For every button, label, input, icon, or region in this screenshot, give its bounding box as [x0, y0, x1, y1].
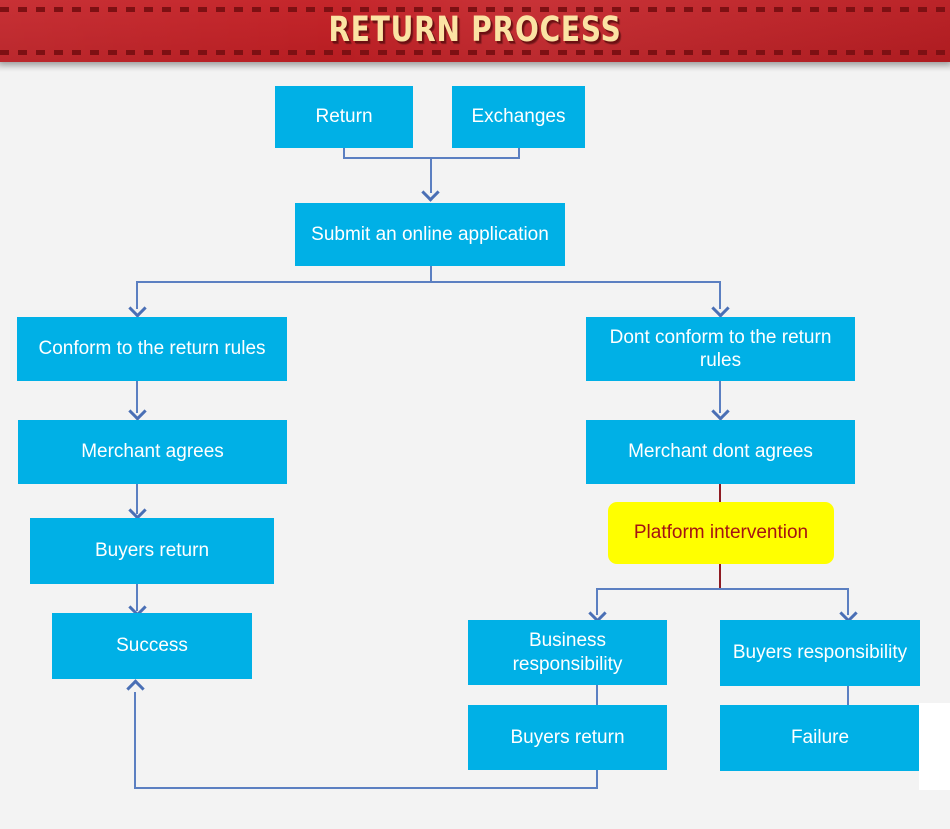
- banner-stitch-bottom-decoration: [0, 50, 950, 55]
- banner-stitch-top-decoration: [0, 7, 950, 12]
- node-buyers-responsibility[interactable]: Buyers responsibility: [720, 620, 920, 686]
- edge-return-stem: [343, 148, 345, 159]
- arrowhead-loopback-to-success: [128, 681, 143, 696]
- edge-buyers-resp-to-failure: [847, 686, 849, 707]
- arrowhead-to-submit: [423, 185, 438, 200]
- edge-conform-to-merchant: [136, 381, 138, 413]
- node-conform-to-return-rules[interactable]: Conform to the return rules: [17, 317, 287, 381]
- node-merchant-agrees[interactable]: Merchant agrees: [18, 420, 287, 484]
- node-buyers-return-right[interactable]: Buyers return: [468, 705, 667, 770]
- node-submit-online-application[interactable]: Submit an online application: [295, 203, 565, 266]
- page-title: RETURN PROCESS: [328, 10, 622, 50]
- node-exchanges[interactable]: Exchanges: [452, 86, 585, 148]
- edge-split-left: [136, 281, 138, 309]
- node-failure[interactable]: Failure: [720, 705, 920, 771]
- edge-loopback-horizontal: [134, 787, 598, 789]
- arrowhead-to-merchant-dont-agrees: [713, 404, 728, 419]
- edge-merge-to-submit: [430, 157, 432, 193]
- image-artifact-white-block: [919, 703, 950, 790]
- node-merchant-dont-agrees[interactable]: Merchant dont agrees: [586, 420, 855, 484]
- arrowhead-to-buyers-responsibility: [841, 606, 856, 621]
- node-buyers-return-left[interactable]: Buyers return: [30, 518, 274, 584]
- edge-platform-split-right: [847, 588, 849, 615]
- edge-merchant-to-buyers-return: [136, 484, 138, 514]
- header-banner: RETURN PROCESS: [0, 0, 950, 62]
- edge-platform-split-left: [596, 588, 598, 615]
- arrowhead-to-buyers-return-left: [130, 503, 145, 518]
- node-success[interactable]: Success: [52, 613, 252, 679]
- edge-loopback-up: [134, 692, 136, 789]
- arrowhead-to-merchant-agrees: [130, 404, 145, 419]
- edge-split-right: [719, 281, 721, 309]
- banner-shadow-decoration: [0, 62, 950, 72]
- arrowhead-to-business-responsibility: [590, 606, 605, 621]
- edge-dont-conform-to-merchant-dont: [719, 381, 721, 413]
- node-business-responsibility[interactable]: Business responsibility: [468, 620, 667, 685]
- arrowhead-to-conform: [130, 301, 145, 316]
- node-dont-conform-to-return-rules[interactable]: Dont conform to the return rules: [586, 317, 855, 381]
- edge-loopback-down: [596, 770, 598, 789]
- node-platform-intervention[interactable]: Platform intervention: [608, 502, 834, 564]
- edge-platform-split-bar: [596, 588, 849, 590]
- edge-business-to-buyers-return: [596, 685, 598, 707]
- edge-split-bar-main: [136, 281, 720, 283]
- edge-exchanges-stem: [518, 148, 520, 159]
- arrowhead-to-dont-conform: [713, 301, 728, 316]
- edge-submit-stem: [430, 266, 432, 282]
- node-return[interactable]: Return: [275, 86, 413, 148]
